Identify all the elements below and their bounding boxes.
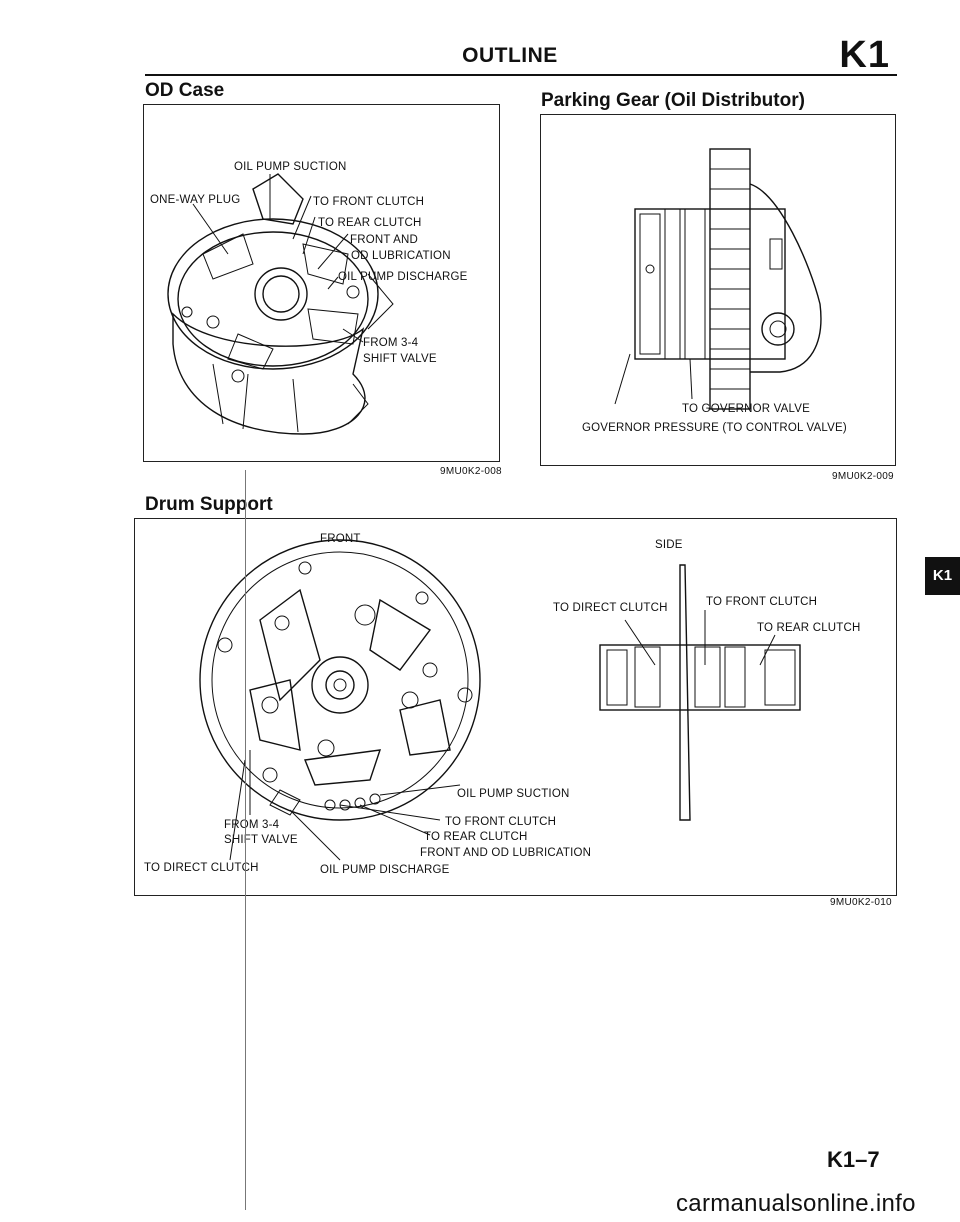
drum-label-to-rear-clutch: TO REAR CLUTCH (424, 831, 528, 843)
drum-side-label-to-direct-clutch: TO DIRECT CLUTCH (553, 602, 668, 614)
section-side-tab[interactable]: K1 (925, 557, 960, 595)
drum-support-figure-code: 9MU0K2-010 (830, 897, 892, 908)
drum-support-front-illustration (199, 539, 481, 861)
drum-label-side: SIDE (655, 539, 683, 551)
drum-side-label-to-front-clutch: TO FRONT CLUTCH (706, 596, 818, 608)
drum-label-shift-valve: SHIFT VALVE (224, 834, 298, 846)
parking-gear-title: Parking Gear (Oil Distributor) (541, 90, 805, 111)
page-header-title: OUTLINE (462, 44, 558, 67)
drum-label-to-front-clutch: TO FRONT CLUTCH (445, 816, 557, 828)
parking-label-governor-pressure: GOVERNOR PRESSURE (TO CONTROL VALVE) (582, 422, 847, 434)
section-code: K1 (839, 34, 890, 76)
binding-guide-line (245, 470, 246, 1210)
od-label-one-way-plug: ONE-WAY PLUG (150, 194, 241, 206)
drum-label-front: FRONT (320, 533, 361, 545)
od-case-figure-code: 9MU0K2-008 (440, 466, 502, 477)
od-case-illustration (167, 173, 394, 435)
drum-support-side-illustration (599, 564, 801, 821)
od-label-front-and: FRONT AND (350, 234, 419, 246)
od-label-shift-valve: SHIFT VALVE (363, 353, 437, 365)
od-label-oil-pump-suction: OIL PUMP SUCTION (234, 161, 347, 173)
drum-label-front-and-od-lubrication: FRONT AND OD LUBRICATION (420, 847, 592, 859)
od-case-figure-frame (143, 104, 500, 462)
header-rule (145, 74, 897, 76)
watermark-text: carmanualsonline.info (676, 1190, 916, 1217)
page-number: K1–7 (827, 1147, 880, 1172)
parking-label-to-governor-valve: TO GOVERNOR VALVE (682, 403, 811, 415)
parking-gear-figure-frame (540, 114, 896, 466)
od-label-to-front-clutch: TO FRONT CLUTCH (313, 196, 425, 208)
parking-gear-illustration (614, 148, 822, 410)
od-label-to-rear-clutch: TO REAR CLUTCH (318, 217, 422, 229)
drum-label-oil-pump-suction: OIL PUMP SUCTION (457, 788, 570, 800)
parking-gear-figure-code: 9MU0K2-009 (832, 471, 894, 482)
drum-label-oil-pump-discharge: OIL PUMP DISCHARGE (320, 864, 450, 876)
od-case-title: OD Case (145, 80, 225, 101)
drum-label-from-3-4: FROM 3-4 (224, 819, 280, 831)
drum-side-label-to-rear-clutch: TO REAR CLUTCH (757, 622, 861, 634)
drum-support-title: Drum Support (145, 494, 273, 515)
drum-label-to-direct-clutch: TO DIRECT CLUTCH (144, 862, 259, 874)
od-label-od-lubrication: OD LUBRICATION (351, 250, 451, 262)
od-label-oil-pump-discharge: OIL PUMP DISCHARGE (338, 271, 468, 283)
od-label-from-3-4: FROM 3-4 (363, 337, 419, 349)
drum-support-figure-frame (134, 518, 897, 896)
